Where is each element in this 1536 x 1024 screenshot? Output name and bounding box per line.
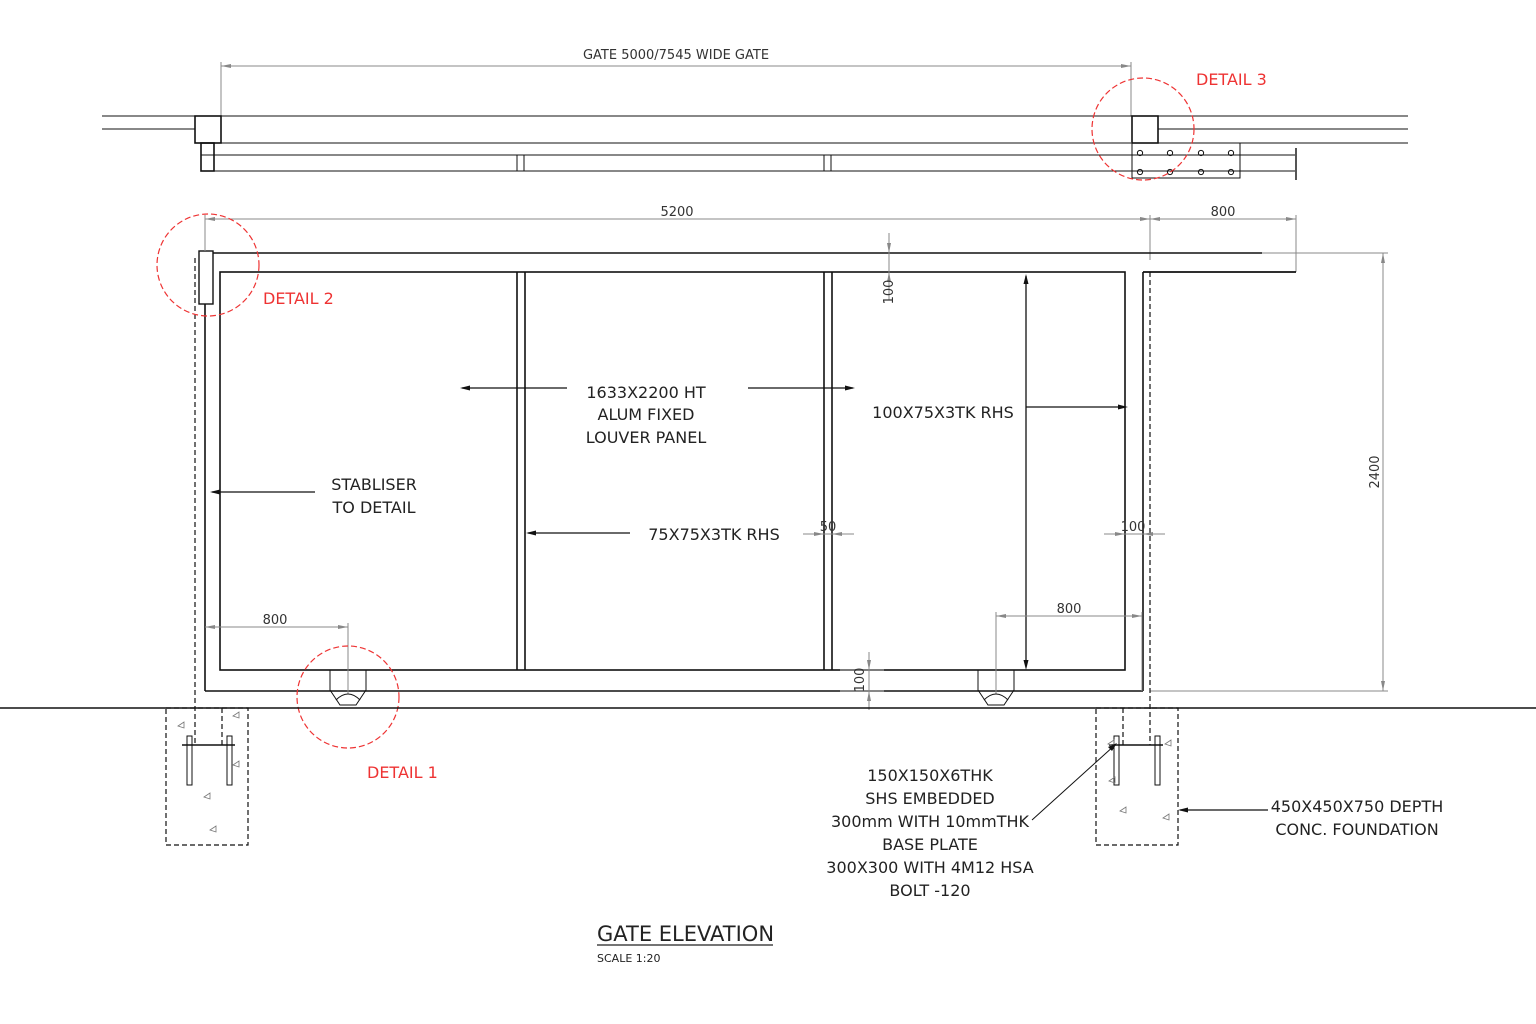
right-post-plan [1131,115,1159,144]
gate-stile-plan [200,142,215,172]
post-line5: 300X300 WITH 4M12 HSA [826,858,1033,877]
stabliser-callout: STABLISER TO DETAIL [210,475,417,517]
stabliser-line2: TO DETAIL [332,498,416,517]
drawing-title: GATE ELEVATION [597,922,774,946]
mullion-dimension: 50 [803,520,854,536]
drawing-scale: SCALE 1:20 [597,952,660,965]
left-wheel-dim-label: 800 [263,613,288,628]
frame-rhs-callout: 100X75X3TK RHS [872,274,1128,670]
panel-callout-line1: 1633X2200 HT [586,383,706,402]
right-wheel-dim-label: 800 [1057,602,1082,617]
plan-view: GATE 5000/7545 WIDE GATE DETAIL 3 [102,48,1408,181]
detail-3-circle[interactable] [1091,77,1195,181]
mullion-dim-label: 50 [820,520,837,535]
post-line1: 150X150X6THK [867,766,993,785]
post-dim-label: 100 [1121,520,1146,535]
elevation-view: 5200 800 2400 [0,205,1536,900]
panel-callout: 1633X2200 HT ALUM FIXED LOUVER PANEL [460,383,855,447]
post-dimension: 100 [1104,520,1165,536]
left-foundation [165,707,249,846]
post-line2: SHS EMBEDDED [865,789,995,808]
panel-callout-line3: LOUVER PANEL [586,428,707,447]
height-label: 2400 [1368,455,1383,488]
foundation-line1: 450X450X750 DEPTH [1271,797,1444,816]
post-line3: 300mm WITH 10mmTHK [831,812,1030,831]
detail-1-circle[interactable] [296,645,400,749]
post-line4: BASE PLATE [882,835,978,854]
overhang-label: 800 [1211,205,1236,220]
stabliser-line1: STABLISER [331,475,417,494]
detail-3-label[interactable]: DETAIL 3 [1196,70,1267,89]
gate-frame [219,271,1126,671]
foundation-line2: CONC. FOUNDATION [1275,820,1438,839]
foundation-callout: 450X450X750 DEPTH CONC. FOUNDATION [1178,797,1443,839]
detail-2-circle[interactable] [156,213,260,317]
right-foundation [1095,707,1179,846]
guide-plate-plan [1131,142,1241,179]
mullion-rhs-label: 75X75X3TK RHS [648,525,779,544]
left-wheel [329,670,367,706]
overall-width-label: GATE 5000/7545 WIDE GATE [583,48,769,63]
drawing-title-block: GATE ELEVATION SCALE 1:20 [597,922,774,965]
bolt-holes [1136,149,1235,176]
height-dimension: 2400 [1150,252,1388,692]
left-post-plan [194,115,222,144]
top-frame-dimension: 100 [882,233,897,304]
post-line6: BOLT -120 [889,881,970,900]
stabliser [198,250,214,305]
mullion-rhs-callout: 75X75X3TK RHS [526,525,780,544]
right-wheel-dimension: 800 [995,602,1143,694]
overall-width-dimension: GATE 5000/7545 WIDE GATE [220,48,1132,116]
detail-2-label[interactable]: DETAIL 2 [263,289,334,308]
right-wheel [977,670,1015,706]
gate-width-label: 5200 [660,205,693,220]
left-wheel-dimension: 800 [205,613,349,694]
bottom-frame-label: 100 [853,668,868,693]
top-frame-label: 100 [882,280,897,305]
panel-callout-line2: ALUM FIXED [598,405,695,424]
detail-1-label[interactable]: DETAIL 1 [367,763,438,782]
bottom-frame-dimension: 100 [840,652,884,710]
post-callout: 150X150X6THK SHS EMBEDDED 300mm WITH 10m… [826,743,1117,900]
gate-width-dimension: 5200 [204,205,1150,252]
overhang-dimension: 800 [1149,205,1297,272]
frame-rhs-label: 100X75X3TK RHS [872,403,1014,422]
